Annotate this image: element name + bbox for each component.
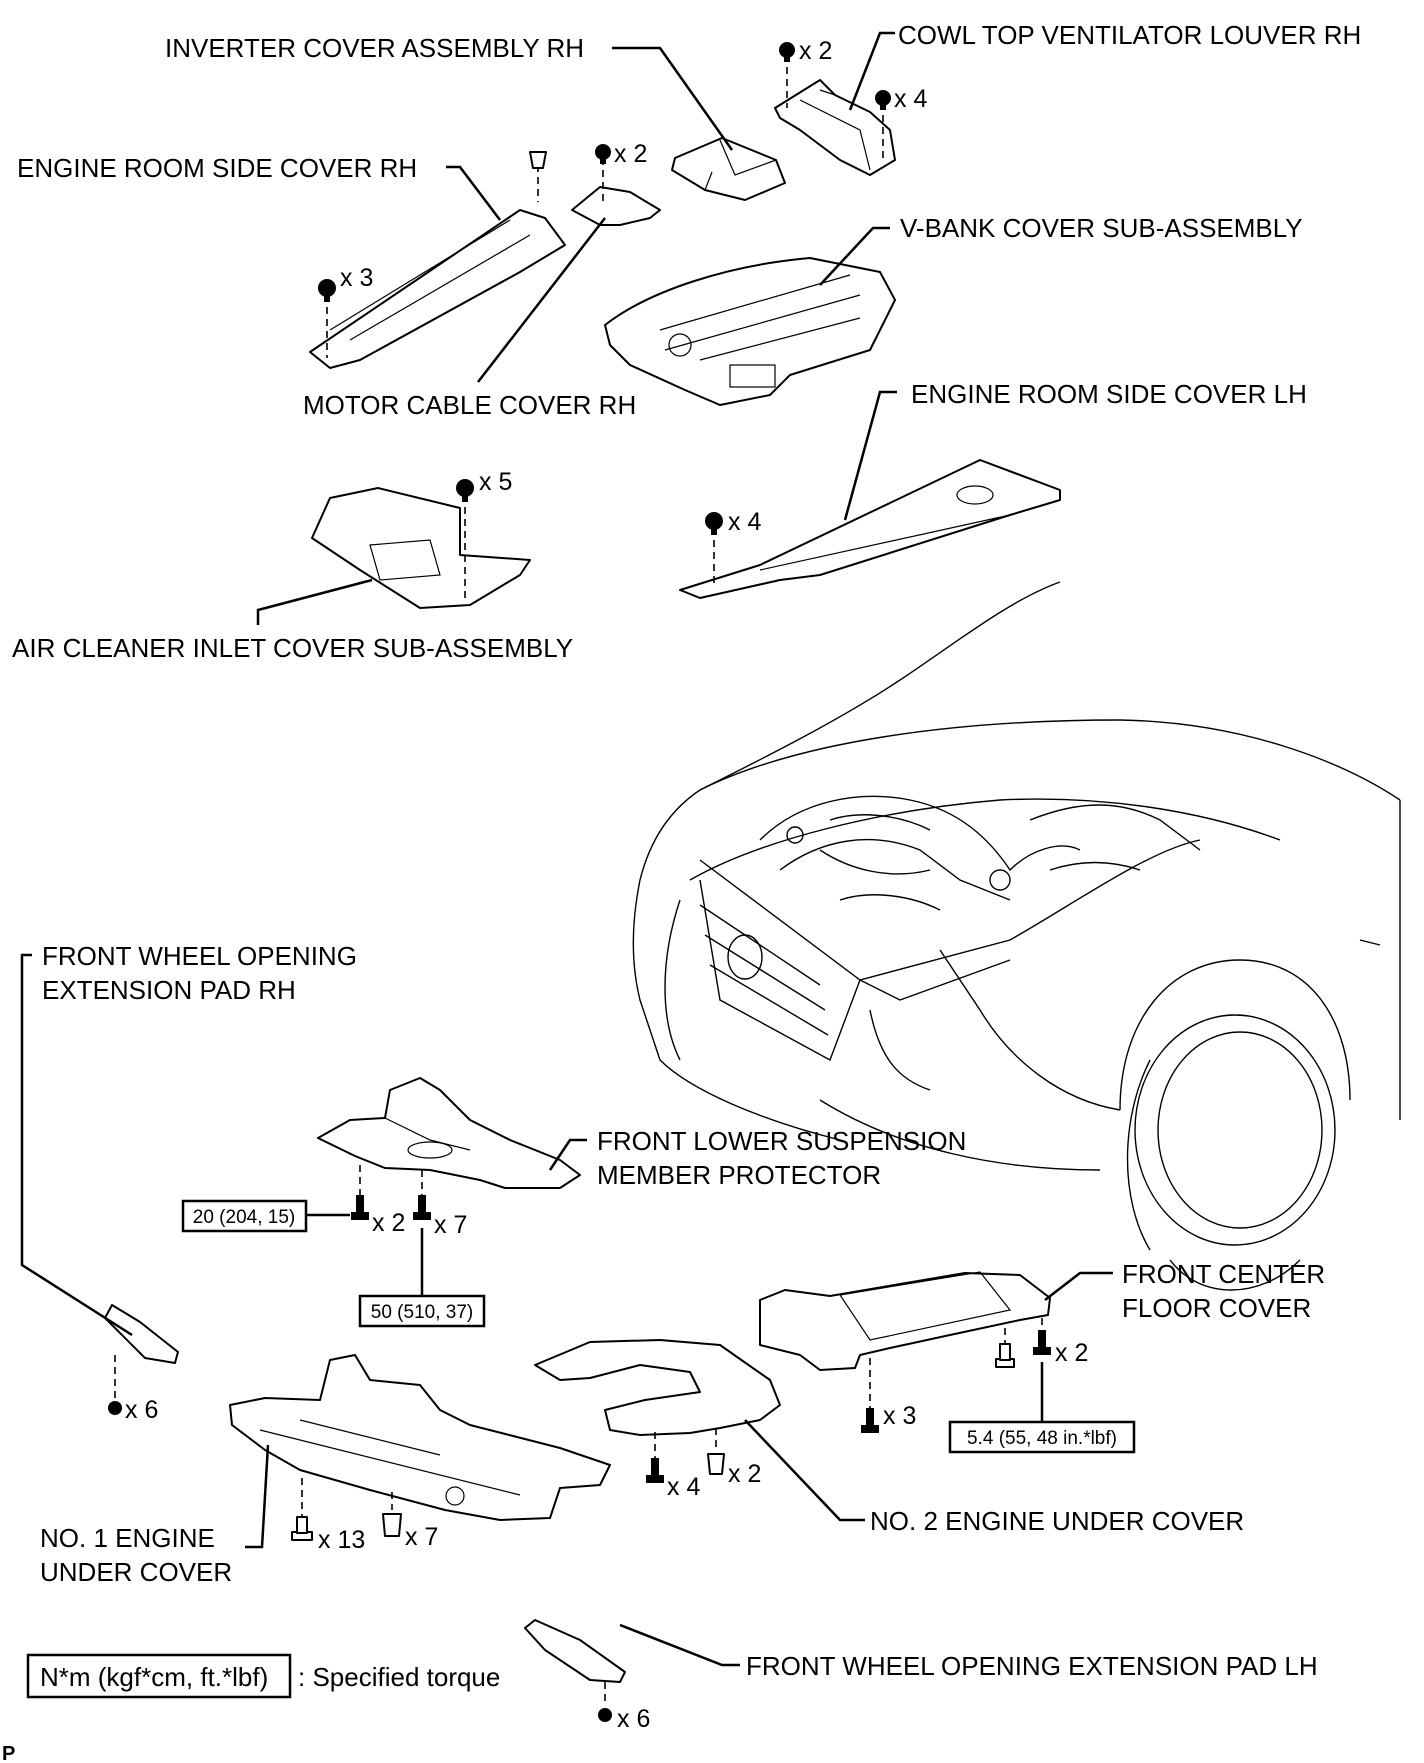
vehicle-outline	[632, 581, 1401, 1291]
label-protector-line2: MEMBER PROTECTOR	[597, 1160, 881, 1190]
no2-under-cover-shape	[534, 1339, 781, 1436]
count-floor-right: x 2	[1055, 1339, 1088, 1367]
count-no2-right: x 2	[728, 1460, 761, 1488]
label-protector-line1: FRONT LOWER SUSPENSION	[597, 1126, 966, 1156]
label-air-cleaner-cover: AIR CLEANER INLET COVER SUB-ASSEMBLY	[12, 633, 573, 663]
label-cowl-louver-rh: COWL TOP VENTILATOR LOUVER RH	[898, 20, 1361, 50]
clip-icon	[318, 279, 336, 302]
clip-icon	[382, 1513, 402, 1537]
label-motor-cable-cover-rh: MOTOR CABLE COVER RH	[303, 390, 636, 420]
bolt-icon	[413, 1195, 431, 1220]
label-floor-cover-line2: FLOOR COVER	[1122, 1293, 1311, 1323]
label-inverter-cover-rh: INVERTER COVER ASSEMBLY RH	[165, 33, 584, 63]
count-protector-right: x 7	[434, 1211, 467, 1239]
count-pad-rh: x 6	[125, 1396, 158, 1424]
clip-icon	[456, 479, 474, 502]
count-no2-left: x 4	[667, 1473, 700, 1501]
pad-lh-shape	[524, 1619, 626, 1683]
figure-code: P	[2, 1743, 15, 1763]
alignment-lines	[114, 55, 1043, 1705]
count-cowl: x 4	[894, 85, 927, 113]
label-pad-rh-line1: FRONT WHEEL OPENING	[42, 941, 357, 971]
suspension-protector-shape	[317, 1077, 581, 1189]
leader-lines	[20, 31, 1113, 1667]
label-pad-rh-line2: EXTENSION PAD RH	[42, 975, 296, 1005]
no1-under-cover-shape	[229, 1354, 611, 1521]
cowl-louver-shape	[774, 79, 896, 176]
label-side-cover-lh: ENGINE ROOM SIDE COVER LH	[911, 379, 1307, 409]
label-no2-under-cover: NO. 2 ENGINE UNDER COVER	[870, 1506, 1244, 1536]
clip-icon	[779, 42, 795, 62]
clip-icon	[598, 1708, 612, 1722]
torque-box-protector	[181, 1199, 308, 1233]
torque-box-floor	[948, 1420, 1136, 1454]
count-air-cleaner: x 5	[479, 468, 512, 496]
clip-icon	[875, 90, 891, 110]
side-cover-lh-shape	[679, 459, 1061, 599]
count-motor-cable: x 2	[614, 140, 647, 168]
label-pad-lh: FRONT WHEEL OPENING EXTENSION PAD LH	[746, 1651, 1318, 1681]
torque-value-protector: 20 (204, 15)	[193, 1207, 295, 1228]
count-floor-left: x 3	[883, 1402, 916, 1430]
clip-icon	[529, 151, 547, 169]
clip-icon	[707, 1453, 725, 1475]
v-bank-cover-shape	[604, 257, 896, 406]
count-side-cover-lh: x 4	[728, 508, 761, 536]
count-no1-left: x 13	[318, 1526, 365, 1554]
count-inverter: x 2	[799, 37, 832, 65]
clip-icon	[108, 1401, 122, 1415]
count-pad-lh: x 6	[617, 1705, 650, 1733]
count-no1-right: x 7	[405, 1523, 438, 1551]
fastener-icons	[108, 42, 1051, 1722]
label-floor-cover-line1: FRONT CENTER	[1122, 1259, 1325, 1289]
bolt-icon	[646, 1458, 664, 1483]
bolt-icon	[351, 1195, 369, 1220]
torque-box-protector2	[358, 1294, 486, 1328]
bolt-icon	[291, 1516, 313, 1541]
fastener-counts: x 2 x 4 x 2 x 3 x 5 x 4 x 2 x 7 x 6 x 3 …	[125, 37, 1088, 1733]
motor-cable-cover-shape	[571, 186, 661, 226]
part-labels: INVERTER COVER ASSEMBLY RH COWL TOP VENT…	[12, 20, 1361, 1681]
clip-icon	[705, 512, 723, 535]
legend-description: : Specified torque	[298, 1662, 500, 1692]
pad-rh-shape	[104, 1304, 179, 1364]
inverter-cover-shape	[671, 137, 786, 201]
side-cover-rh-shape	[309, 209, 566, 369]
count-protector-left: x 2	[372, 1209, 405, 1237]
legend-unit-box	[26, 1653, 292, 1699]
label-v-bank-cover: V-BANK COVER SUB-ASSEMBLY	[900, 213, 1303, 243]
air-cleaner-cover-shape	[311, 487, 531, 609]
torque-value-protector2: 50 (510, 37)	[371, 1302, 473, 1323]
floor-cover-shape	[759, 1271, 1051, 1371]
bolt-icon	[1033, 1330, 1051, 1355]
label-no1-under-cover-line2: UNDER COVER	[40, 1557, 232, 1587]
label-no1-under-cover-line1: NO. 1 ENGINE	[40, 1523, 215, 1553]
torque-value-floor: 5.4 (55, 48 in.*lbf)	[967, 1428, 1117, 1449]
bolt-icon	[861, 1408, 879, 1433]
count-side-cover-rh: x 3	[340, 264, 373, 292]
bolt-icon	[995, 1343, 1015, 1368]
legend-unit-text: N*m (kgf*cm, ft.*lbf)	[40, 1662, 268, 1692]
clip-icon	[595, 144, 611, 164]
label-side-cover-rh: ENGINE ROOM SIDE COVER RH	[17, 153, 417, 183]
